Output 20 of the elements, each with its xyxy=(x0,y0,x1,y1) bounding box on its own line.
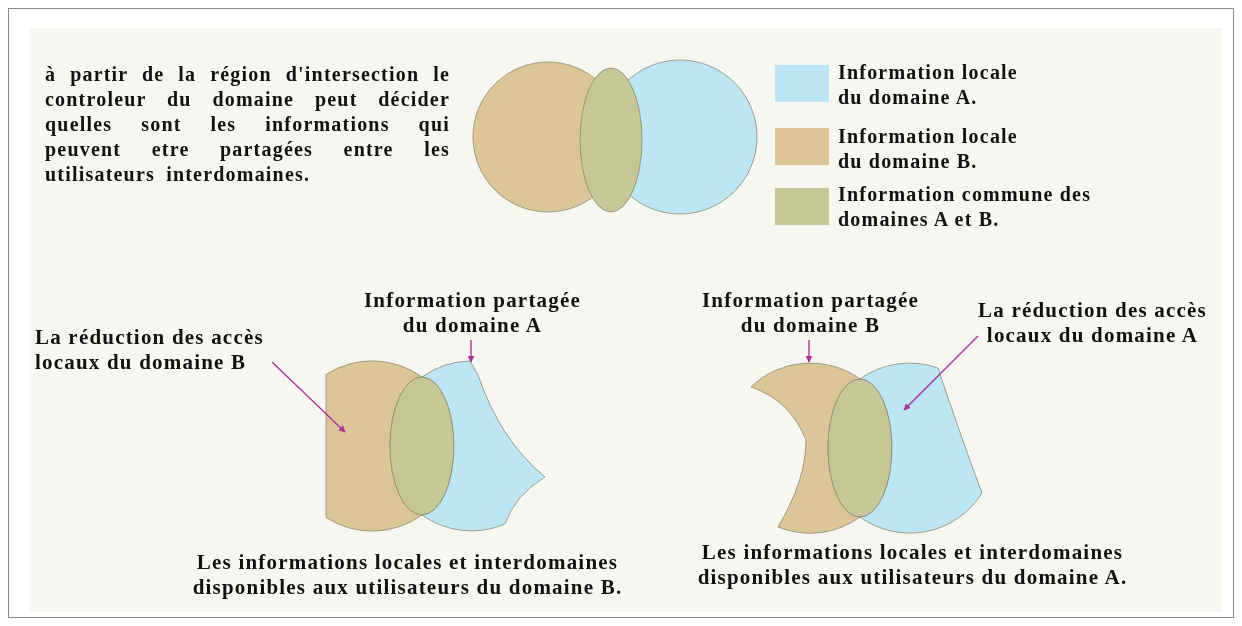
venn-region xyxy=(325,360,423,532)
leader-arrow xyxy=(903,335,979,411)
caption-text: Les informations locales et interdomaines disponibles aux utilisateurs du domaine B. xyxy=(191,550,624,600)
legend-text: Information locale du domaine A. xyxy=(838,60,1019,110)
callout-text: La réduction des accès locaux du domaine A xyxy=(965,298,1220,348)
legend-text: Information commune des domaines A et B. xyxy=(838,182,1093,232)
venn-region xyxy=(859,362,983,534)
leader-arrow xyxy=(805,339,813,363)
intersection-ellipse xyxy=(389,376,455,516)
venn-region xyxy=(421,360,546,532)
leader-arrow xyxy=(467,339,475,363)
callout-text: Information partagée du domaine A xyxy=(350,288,595,338)
legend-text: Information locale du domaine B. xyxy=(838,124,1019,174)
caption-text: Les informations locales et interdomaines disponibles aux utilisateurs du domaine A. xyxy=(696,540,1129,590)
venn-region xyxy=(750,362,861,534)
intersection-ellipse xyxy=(827,378,893,518)
leader-arrow xyxy=(271,361,346,433)
description-text: à partir de la région d'intersection le controleur du domaine peut décider quelles sont les informations qui peuvent etre partagées entre les utilisateurs interdomaines. xyxy=(45,62,450,187)
callout-text: La réduction des accès locaux du domaine B xyxy=(35,325,285,375)
callout-text: Information partagée du domaine B xyxy=(688,288,933,338)
